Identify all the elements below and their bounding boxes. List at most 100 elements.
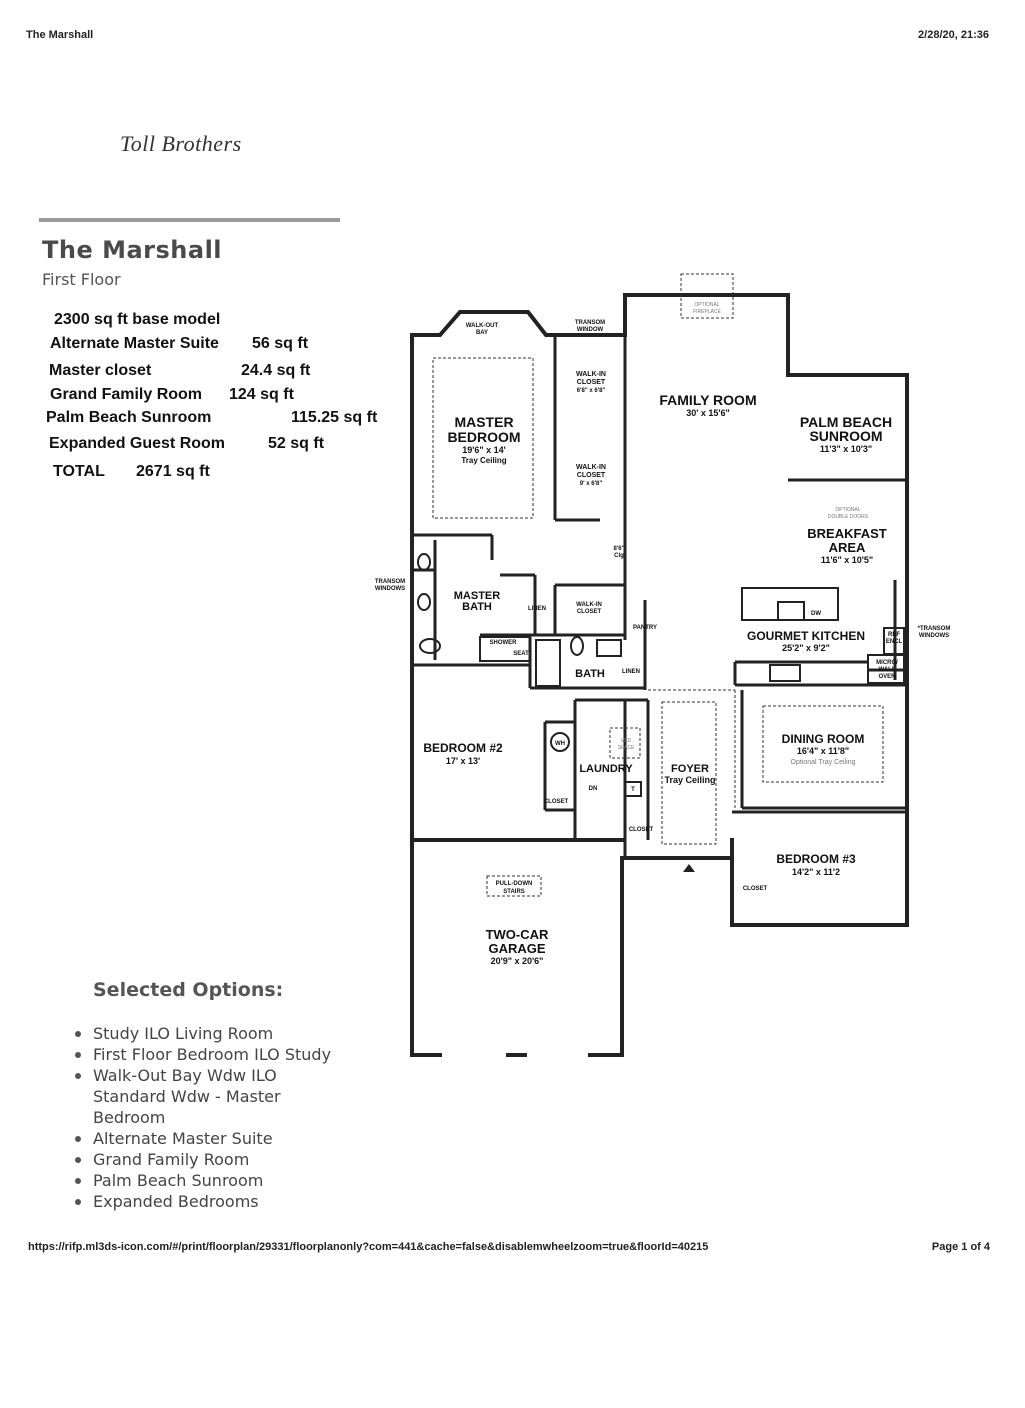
label-breakfast-area: BREAKFAST (807, 526, 887, 541)
label-pull-down-stairs: STAIRS (503, 889, 525, 895)
label-garage: GARAGE (488, 941, 545, 956)
label-transom-windows-right: *TRANSOM (918, 626, 951, 632)
sqft-value: 24.4 sq ft (241, 362, 311, 379)
dim-master-bedroom: 19'6" x 14' (462, 445, 506, 455)
label-transom-window: TRANSOM (575, 320, 605, 326)
list-item: Palm Beach Sunroom (71, 1170, 371, 1191)
list-item: First Floor Bedroom ILO Study (71, 1044, 371, 1065)
label-master-bath: BATH (462, 601, 492, 613)
plan-interior-walls (412, 335, 907, 925)
label-micro-wall-oven: WALL (879, 667, 896, 673)
label-pull-down-stairs: PULL-DOWN (496, 881, 533, 887)
label-optional-double-doors: OPTIONAL (835, 507, 861, 513)
dim-walkin-closet-2: 9' x 6'8" (580, 481, 603, 487)
label-micro-wall-oven: OVEN (878, 674, 895, 680)
label-dishwasher: DW (811, 611, 821, 617)
sqft-label: Grand Family Room (50, 386, 203, 403)
label-shower: SHOWER (490, 640, 518, 646)
label-walkout-bay: WALK-OUT (466, 323, 499, 329)
label-bedroom-2: BEDROOM #2 (423, 741, 503, 755)
label-linen-2: LINEN (622, 669, 640, 675)
sqft-row: Master closet (49, 362, 151, 380)
sqft-label: Expanded Guest Room (49, 435, 226, 452)
label-walkin-closet-2: WALK-IN (576, 464, 606, 471)
sqft-total-label: TOTAL (53, 463, 105, 480)
dim-bedroom-2: 17' x 13' (446, 756, 480, 766)
label-transom-windows-left: TRANSOM (375, 579, 405, 585)
label-master-bath: MASTER (454, 590, 501, 602)
sqft-row: Expanded Guest Room (49, 435, 225, 453)
label-transom-window: WINDOW (577, 327, 604, 333)
label-linen-1: LINEN (528, 606, 546, 612)
label-walkin-closet-2: CLOSET (577, 472, 606, 479)
note-foyer: Tray Ceiling (664, 775, 715, 785)
label-closet-3: CLOSET (743, 886, 768, 892)
entry-marker-icon (683, 864, 695, 872)
sqft-label: 2300 sq ft base model (54, 311, 221, 328)
label-transom-windows-left: WINDOWS (375, 586, 405, 592)
dim-gourmet-kitchen: 25'2" x 9'2" (782, 643, 830, 653)
dim-walkin-closet-1: 6'8" x 6'8" (577, 388, 606, 394)
label-ved-space: SPACE (618, 745, 635, 751)
sqft-value: 56 sq ft (252, 335, 309, 352)
list-item: Study ILO Living Room (71, 1023, 371, 1044)
label-optional-double-doors: DOUBLE DOORS (828, 514, 869, 520)
label-ceiling-height: 8'6" (614, 546, 625, 552)
print-footer-url: https://rifp.ml3ds-icon.com/#/print/floo… (28, 1241, 709, 1253)
label-bath: BATH (575, 668, 605, 680)
sqft-value: 124 sq ft (229, 386, 294, 403)
label-foyer: FOYER (671, 763, 709, 775)
sqft-value: 115.25 sq ft (291, 409, 378, 426)
sqft-row: 2300 sq ft base model (54, 311, 220, 329)
dim-dining-room: 16'4" x 11'8" (797, 746, 849, 756)
label-garage: TWO-CAR (486, 927, 549, 942)
label-tub: T (631, 787, 635, 793)
label-sunroom: PALM BEACH (800, 414, 892, 430)
label-gourmet-kitchen: GOURMET KITCHEN (747, 629, 865, 643)
sqft-row: Grand Family Room (50, 386, 202, 404)
plan-dashed-lines (432, 273, 884, 897)
list-item: Expanded Bedrooms (71, 1191, 371, 1212)
label-ceiling-height: Clg (614, 553, 624, 559)
sqft-row: Palm Beach Sunroom (46, 409, 211, 427)
label-laundry: LAUNDRY (579, 763, 633, 775)
dim-family-room: 30' x 15'6" (686, 408, 730, 418)
label-walkin-closet-3: CLOSET (577, 609, 602, 615)
label-pantry: PANTRY (633, 625, 657, 631)
note-dining-room: Optional Tray Ceiling (791, 759, 856, 766)
title-divider (39, 218, 340, 222)
dim-garage: 20'9" x 20'6" (491, 956, 544, 966)
label-dining-room: DINING ROOM (782, 732, 865, 746)
print-footer-page: Page 1 of 4 (931, 1241, 990, 1253)
label-ref-encl: REF (888, 632, 900, 638)
label-walkout-bay: BAY (476, 330, 488, 336)
label-walkin-closet-3: WALK-IN (576, 602, 602, 608)
label-optional-fireplace: FIREPLACE (693, 309, 721, 315)
label-closet-2: CLOSET (629, 827, 654, 833)
brand-logo: Toll Brothers (120, 131, 242, 156)
label-ref-encl: ENCL (886, 639, 903, 645)
sqft-label: Master closet (49, 362, 152, 379)
label-breakfast-area: AREA (829, 540, 866, 555)
label-master-bedroom: MASTER (454, 414, 513, 430)
sqft-label: Alternate Master Suite (50, 335, 219, 352)
label-transom-windows-right: WINDOWS (919, 633, 949, 639)
label-ved-space: VED (621, 738, 632, 744)
sqft-total-value: 2671 sq ft (136, 463, 210, 480)
note-master-bedroom: Tray Ceiling (461, 456, 506, 465)
label-walkin-closet-1: WALK-IN (576, 371, 606, 378)
sqft-value: 52 sq ft (268, 435, 325, 452)
label-walkin-closet-1: CLOSET (577, 379, 606, 386)
room-labels: WALK-OUT BAY TRANSOM WINDOW OPTIONAL FIR… (375, 302, 951, 966)
label-sunroom: SUNROOM (809, 428, 882, 444)
plan-title: The Marshall (42, 236, 223, 264)
dim-bedroom-3: 14'2" x 11'2 (792, 867, 840, 877)
dim-breakfast-area: 11'6" x 10'5" (821, 555, 873, 565)
label-optional-fireplace: OPTIONAL (694, 302, 720, 308)
plan-floor: First Floor (42, 270, 121, 289)
options-heading: Selected Options: (93, 979, 284, 1001)
list-item: Alternate Master Suite (71, 1128, 371, 1149)
print-header-title: The Marshall (26, 29, 94, 41)
print-header-timestamp: 2/28/20, 21:36 (918, 29, 989, 41)
